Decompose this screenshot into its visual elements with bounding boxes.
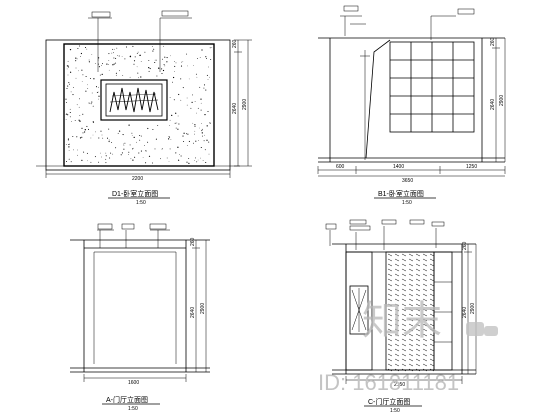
- dim-label: 2640: [490, 99, 496, 110]
- dimension-bottom: 1600: [83, 374, 187, 386]
- drawing-caption: B1-卧室立面图: [378, 189, 424, 198]
- dimension-bottom: 600 1400 1250 3650: [317, 164, 506, 184]
- dim-label: 2640: [190, 307, 196, 318]
- dimension-right: 260 2640 2900: [190, 237, 207, 372]
- dim-label: 2200: [132, 176, 143, 182]
- dim-label: 2900: [470, 303, 476, 314]
- dim-label: 1600: [128, 380, 139, 386]
- annotation-leaders: [97, 223, 170, 248]
- drawing-caption: C-门厅立面图: [368, 397, 410, 406]
- dim-label: 2900: [242, 99, 248, 110]
- drawing-caption: D1-卧室立面图: [112, 189, 158, 198]
- dim-label: 260: [490, 37, 496, 46]
- dim-label: 260: [190, 237, 196, 246]
- panel-b1-bedroom-elevation: 260 2640 2900 600 1400 1250 3650 B1-卧室立面…: [317, 5, 506, 206]
- tall-cabinet: [345, 251, 373, 371]
- watermark: 知末 ID: 161811181: [318, 298, 498, 395]
- drawing-scale: 1:50: [136, 200, 146, 206]
- panel-a-foyer-elevation: 260 2640 2900 1600 A-门厅立面图 1:50: [70, 223, 210, 412]
- annotation-leaders: [325, 219, 445, 250]
- dim-label: 260: [232, 39, 238, 48]
- dimension-right: 260 2640 2900: [232, 39, 252, 167]
- drawing-scale: 1:50: [402, 200, 412, 206]
- watermark-id: ID: 161811181: [318, 370, 459, 395]
- stone-texture: [65, 45, 213, 164]
- dimension-bottom: 2150: [345, 376, 463, 388]
- grid-cabinet: [389, 41, 475, 133]
- annotation-leaders: [88, 10, 192, 72]
- dim-label: 2900: [200, 303, 206, 314]
- annotation-leaders: [340, 5, 475, 40]
- drawing-scale: 1:50: [390, 408, 400, 414]
- panel-c-foyer-elevation: 260 2640 2900 2150 C-门厅立面图 1:50: [325, 219, 477, 414]
- dim-label: 2150: [394, 382, 405, 388]
- artwork-painting: [109, 87, 159, 113]
- wall-outline: [45, 39, 231, 171]
- dim-label: 2640: [462, 307, 468, 318]
- shelf-unit: [433, 251, 453, 371]
- dimension-right: 260 2640 2900: [490, 37, 506, 162]
- dim-label: 2640: [232, 103, 238, 114]
- drawing-caption: A-门厅立面图: [106, 395, 148, 404]
- watermark-logo: 知末: [362, 298, 442, 344]
- dim-label: 260: [462, 241, 468, 250]
- dim-label: 1250: [466, 164, 477, 170]
- dim-label: 600: [336, 164, 345, 170]
- tile-hatch: [387, 253, 435, 372]
- dimension-bottom: 2200: [45, 170, 231, 182]
- cabinet-decor-panel: [349, 285, 369, 335]
- dim-label: 1400: [393, 164, 404, 170]
- dim-label: 2900: [499, 95, 505, 106]
- panel-d1-bedroom-elevation: 260 2640 2900 2200 D1-卧室立面图 1:50: [36, 10, 252, 206]
- dim-label: 3650: [402, 178, 413, 184]
- watermark-mark: [466, 322, 498, 336]
- drawing-scale: 1:50: [128, 406, 138, 412]
- dimension-right: 260 2640 2900: [462, 241, 477, 374]
- angled-partition: [365, 39, 391, 159]
